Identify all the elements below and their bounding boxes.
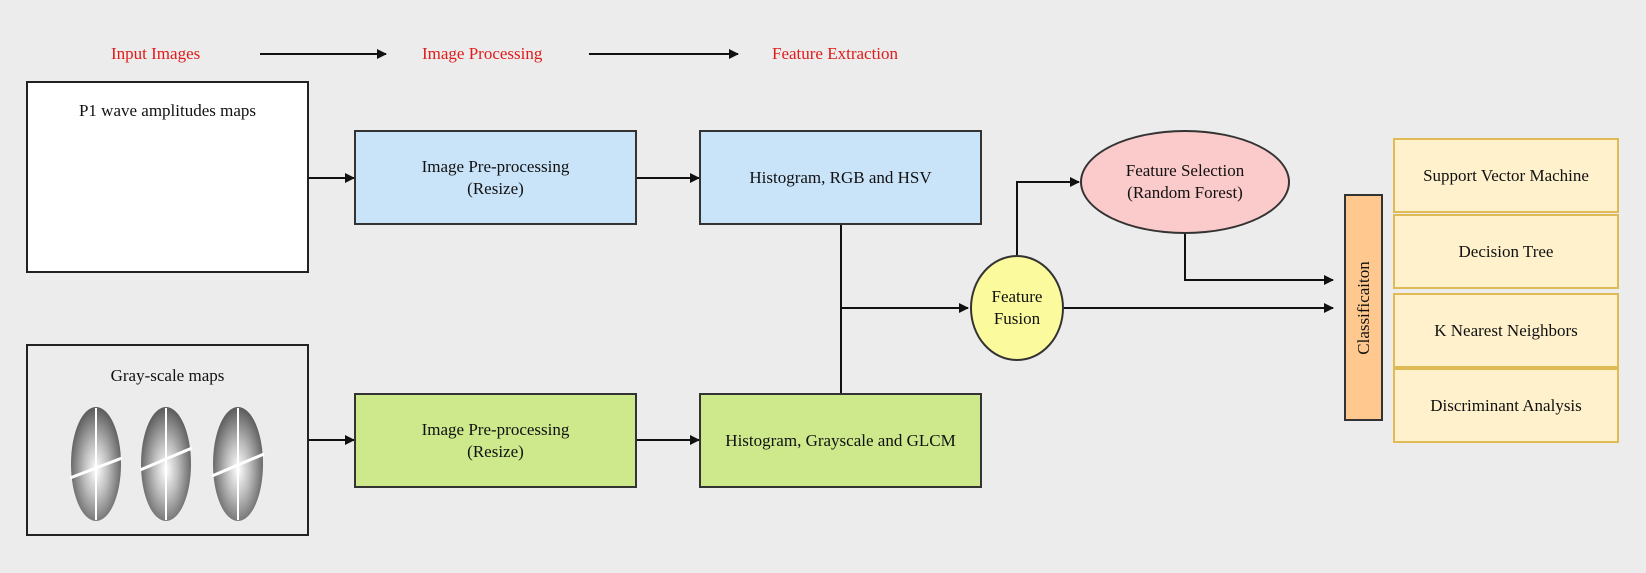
preprocess-top-line2: (Resize) bbox=[467, 178, 524, 198]
classifier-discriminant-analysis: Discriminant Analysis bbox=[1393, 368, 1619, 443]
grayscale-map-icon bbox=[69, 407, 123, 521]
preprocess-box-top: Image Pre-processing (Resize) bbox=[354, 130, 637, 225]
classifier-decision-tree: Decision Tree bbox=[1393, 214, 1619, 289]
preprocess-box-bottom: Image Pre-processing (Resize) bbox=[354, 393, 637, 488]
p1-wave-maps-title: P1 wave amplitudes maps bbox=[78, 101, 257, 120]
selection-line2: (Random Forest) bbox=[1127, 183, 1243, 202]
feature-extraction-rgb-hsv: Histogram, RGB and HSV bbox=[699, 130, 982, 225]
stage-label-processing: Image Processing bbox=[422, 44, 543, 63]
preprocess-bottom-line2: (Resize) bbox=[467, 441, 524, 461]
arrow-fusion-to-selection bbox=[1016, 177, 1080, 256]
selection-line1: Feature Selection bbox=[1125, 161, 1245, 180]
feature-extraction-glcm: Histogram, Grayscale and GLCM bbox=[699, 393, 982, 488]
fusion-line1: Feature bbox=[991, 287, 1043, 306]
preprocess-top-line1: Image Pre-processing bbox=[421, 156, 570, 176]
arrow-selection-to-classification bbox=[1184, 234, 1334, 285]
feature-selection-node: Feature Selection (Random Forest) bbox=[1080, 130, 1290, 234]
extraction-top-label: Histogram, RGB and HSV bbox=[749, 167, 932, 187]
classification-bar: Classificaiton bbox=[1344, 194, 1383, 421]
stage-label-input: Input Images bbox=[111, 44, 201, 63]
grayscale-map-icon bbox=[211, 407, 265, 521]
classification-label: Classificaiton bbox=[1353, 260, 1373, 355]
grayscale-map-icon bbox=[139, 407, 193, 521]
extraction-bottom-label: Histogram, Grayscale and GLCM bbox=[725, 430, 956, 450]
classifier-svm: Support Vector Machine bbox=[1393, 138, 1619, 213]
p1-wave-maps-panel: P1 wave amplitudes maps bbox=[26, 81, 309, 273]
classifier-knn: K Nearest Neighbors bbox=[1393, 293, 1619, 368]
feature-fusion-node: Feature Fusion bbox=[970, 255, 1064, 361]
preprocess-bottom-line1: Image Pre-processing bbox=[421, 419, 570, 439]
fusion-line2: Fusion bbox=[993, 309, 1041, 328]
grayscale-maps-panel: Gray-scale maps bbox=[26, 344, 309, 536]
stage-label-extraction: Feature Extraction bbox=[772, 44, 899, 63]
grayscale-maps-title: Gray-scale maps bbox=[110, 366, 225, 385]
